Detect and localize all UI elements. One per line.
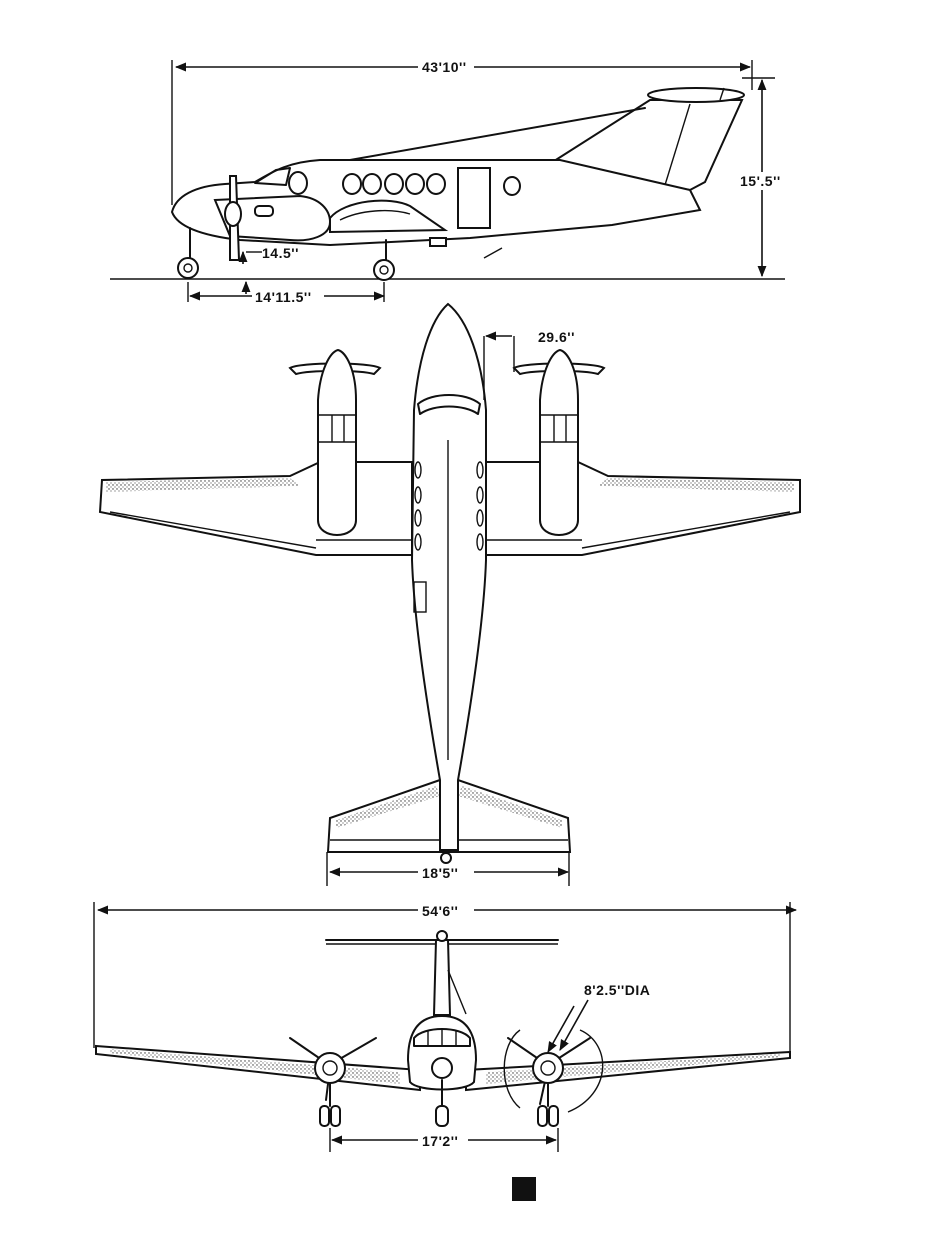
height-label: 15'.5''	[740, 173, 781, 189]
top-view: 29.6'' 18'5''	[100, 304, 800, 886]
propeller-diameter-label: 8'2.5''DIA	[584, 982, 650, 998]
length-label: 43'10''	[422, 59, 467, 75]
cabin-door	[458, 168, 490, 228]
t-tail-tip	[648, 88, 744, 102]
wheel-track-label: 17'2''	[422, 1133, 458, 1149]
top-fuselage	[412, 304, 486, 850]
side-main-gear	[374, 240, 394, 280]
top-wing-left	[100, 462, 412, 555]
side-nose-gear	[178, 228, 198, 278]
tail-span-label: 18'5''	[422, 865, 458, 881]
prop-clearance-label: 14.5''	[262, 245, 299, 261]
wheelbase-label: 14'11.5''	[255, 289, 312, 305]
wing-span-label: 54'6''	[422, 903, 458, 919]
front-view: 54'6''	[94, 902, 796, 1152]
top-wing-right	[486, 462, 800, 555]
side-view: 43'10'' 15'.5'' 14.5'' 14'11.5''	[110, 58, 786, 306]
page-marker-square	[512, 1177, 536, 1201]
prop-spacing-label: 29.6''	[538, 329, 575, 345]
